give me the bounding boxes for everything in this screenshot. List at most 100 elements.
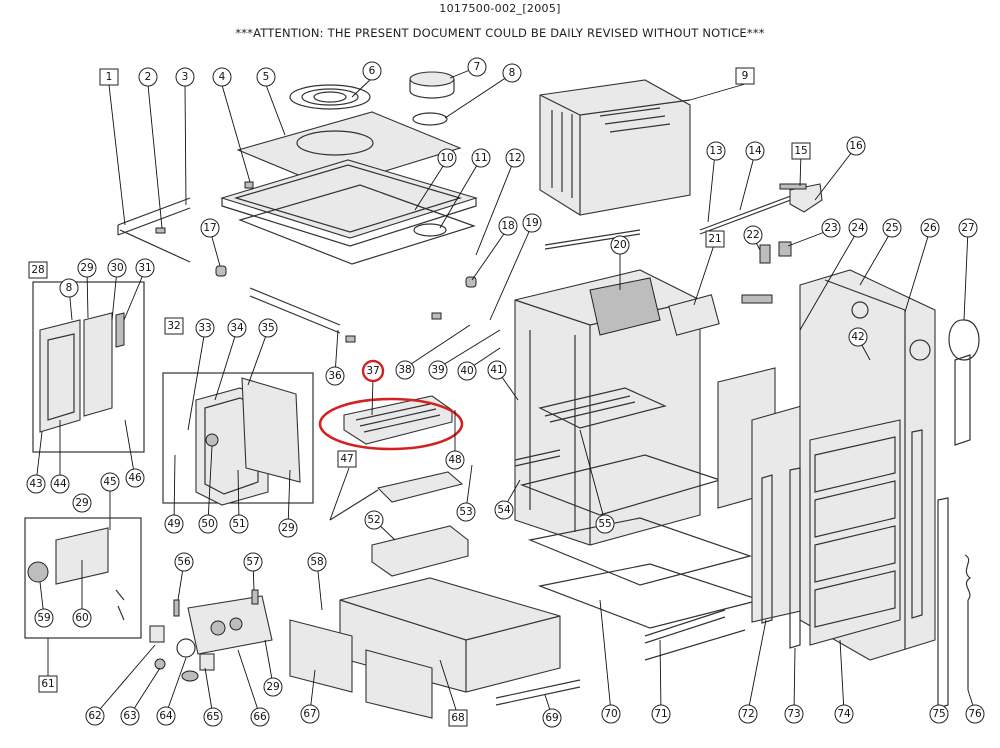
svg-text:6: 6: [369, 65, 376, 77]
callout-23: 23: [821, 218, 841, 238]
svg-text:8: 8: [66, 282, 73, 294]
callout-60: 60: [72, 608, 92, 628]
callout-10: 10: [437, 148, 457, 168]
top-frame: [220, 159, 478, 239]
callout-6: 6: [362, 61, 382, 81]
revision-notice: ***ATTENTION: THE PRESENT DOCUMENT COULD…: [235, 26, 765, 40]
lower-rail: [249, 287, 341, 334]
callout-31: 31: [135, 258, 155, 278]
drawer-front-panel: [289, 619, 353, 693]
svg-text:76: 76: [968, 708, 982, 720]
svg-text:58: 58: [310, 556, 323, 568]
callout-55: 55: [595, 514, 615, 534]
svg-text:41: 41: [490, 364, 503, 376]
callout-8: 8: [502, 63, 522, 83]
svg-text:16: 16: [849, 140, 863, 152]
svg-text:29: 29: [80, 262, 93, 274]
svg-text:13: 13: [709, 145, 722, 157]
svg-text:7: 7: [474, 61, 481, 73]
svg-text:72: 72: [741, 708, 754, 720]
callout-12: 12: [505, 148, 525, 168]
callout-13: 13: [706, 141, 726, 161]
callout-73: 73: [784, 704, 804, 724]
svg-text:45: 45: [103, 476, 116, 488]
svg-text:29: 29: [266, 681, 279, 693]
callout-32: 32: [164, 317, 184, 335]
callout-29-d: 29: [263, 677, 283, 697]
callout-64: 64: [156, 706, 176, 726]
callout-3: 3: [175, 67, 195, 87]
callout-44: 44: [50, 474, 70, 494]
callout-72: 72: [738, 704, 758, 724]
callout-24: 24: [848, 218, 868, 238]
firebox-inner: [589, 277, 661, 336]
callout-66: 66: [250, 707, 270, 727]
callout-61: 61: [38, 675, 58, 693]
svg-text:63: 63: [123, 710, 136, 722]
hob-rings: [289, 84, 371, 110]
svg-text:44: 44: [53, 478, 67, 490]
svg-text:60: 60: [75, 612, 88, 624]
callout-50: 50: [198, 514, 218, 534]
callout-47: 47: [337, 450, 357, 468]
group-61-frame: [24, 517, 142, 639]
svg-text:64: 64: [159, 710, 173, 722]
svg-text:46: 46: [128, 472, 142, 484]
callout-26: 26: [920, 218, 940, 238]
group-28-frame: [32, 281, 145, 453]
svg-text:28: 28: [31, 264, 44, 276]
callout-74: 74: [834, 704, 854, 724]
callout-51: 51: [229, 514, 249, 534]
svg-text:15: 15: [794, 145, 807, 157]
svg-text:69: 69: [545, 712, 558, 724]
callout-25: 25: [882, 218, 902, 238]
svg-text:66: 66: [253, 711, 267, 723]
svg-text:26: 26: [923, 222, 937, 234]
callout-29-c: 29: [72, 493, 92, 513]
svg-text:67: 67: [303, 708, 316, 720]
svg-text:25: 25: [885, 222, 898, 234]
svg-text:54: 54: [497, 504, 511, 516]
ash-grate-assembly: [376, 471, 464, 503]
svg-text:62: 62: [88, 710, 101, 722]
svg-text:75: 75: [932, 708, 945, 720]
callout-8-b: 8: [59, 278, 79, 298]
callout-29-b: 29: [278, 518, 298, 538]
callout-69: 69: [542, 708, 562, 728]
svg-text:20: 20: [613, 239, 626, 251]
callout-35: 35: [258, 318, 278, 338]
callout-76: 76: [965, 704, 985, 724]
svg-text:8: 8: [509, 67, 516, 79]
callout-34: 34: [227, 318, 247, 338]
svg-text:12: 12: [508, 152, 521, 164]
svg-text:53: 53: [459, 506, 472, 518]
svg-text:10: 10: [440, 152, 453, 164]
document-id: 1017500-002_[2005]: [439, 2, 561, 15]
callout-68: 68: [448, 709, 468, 727]
callout-58: 58: [307, 552, 327, 572]
svg-text:1: 1: [106, 71, 113, 83]
svg-text:9: 9: [742, 70, 749, 82]
callout-46: 46: [125, 468, 145, 488]
callout-labels: 1 2 3 4 5 6 7 8 9 10 11 12 13 14 15 16 1…: [26, 57, 985, 728]
base-rails: [644, 609, 746, 661]
front-door-glass-set: [809, 419, 901, 646]
door-gasket-ring: [948, 319, 980, 361]
callout-59: 59: [34, 608, 54, 628]
ring-cover: [409, 71, 455, 87]
svg-text:52: 52: [367, 514, 380, 526]
callout-63: 63: [120, 706, 140, 726]
callout-41: 41: [487, 360, 507, 380]
svg-text:68: 68: [451, 712, 464, 724]
svg-text:27: 27: [961, 222, 974, 234]
svg-text:23: 23: [824, 222, 837, 234]
callout-45: 45: [100, 472, 120, 492]
parts-drawing: [24, 71, 980, 719]
callout-16: 16: [846, 136, 866, 156]
callout-2: 2: [138, 67, 158, 87]
svg-text:4: 4: [219, 71, 226, 83]
svg-text:39: 39: [431, 364, 444, 376]
svg-text:57: 57: [246, 556, 259, 568]
callout-43: 43: [26, 474, 46, 494]
